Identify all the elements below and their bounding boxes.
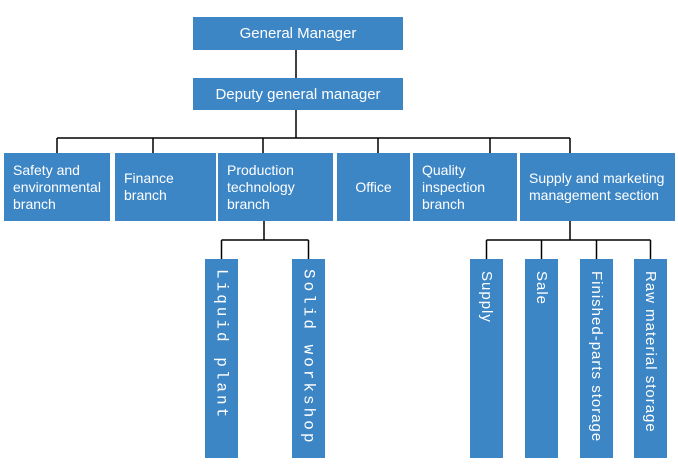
node-general-manager: General Manager (193, 17, 403, 50)
node-label: Liquid plant (212, 269, 231, 421)
node-label: Quality inspection branch (422, 161, 486, 212)
node-label: Supply and marketing management section (529, 170, 665, 203)
node-label: Office (355, 178, 392, 195)
node-sale: Sale (525, 259, 558, 458)
node-supply: Supply (470, 259, 503, 458)
node-label: General Manager (239, 25, 357, 42)
node-label: Sale (533, 271, 550, 306)
node-label: Finished-parts storage (588, 271, 605, 443)
node-deputy-general-manager: Deputy general manager (193, 78, 403, 110)
node-solid-workshop: Solid workshop (292, 259, 325, 458)
node-label: Finance branch (124, 170, 174, 203)
node-label: Safety and environmental branch (13, 161, 101, 212)
node-finished-parts-storage: Finished-parts storage (580, 259, 613, 458)
node-supply-marketing-section: Supply and marketing management section (520, 153, 675, 221)
node-label: Production technology branch (227, 161, 295, 212)
node-office: Office (337, 153, 410, 221)
node-label: Supply (478, 271, 495, 323)
node-label: Solid workshop (299, 269, 318, 446)
node-finance-branch: Finance branch (115, 153, 216, 221)
node-production-technology-branch: Production technology branch (218, 153, 333, 221)
node-label: Deputy general manager (215, 85, 381, 103)
node-quality-inspection-branch: Quality inspection branch (413, 153, 517, 221)
node-liquid-plant: Liquid plant (205, 259, 238, 458)
node-raw-material-storage: Raw material storage (634, 259, 667, 458)
node-safety-environmental-branch: Safety and environmental branch (4, 153, 110, 221)
node-label: Raw material storage (642, 271, 659, 433)
